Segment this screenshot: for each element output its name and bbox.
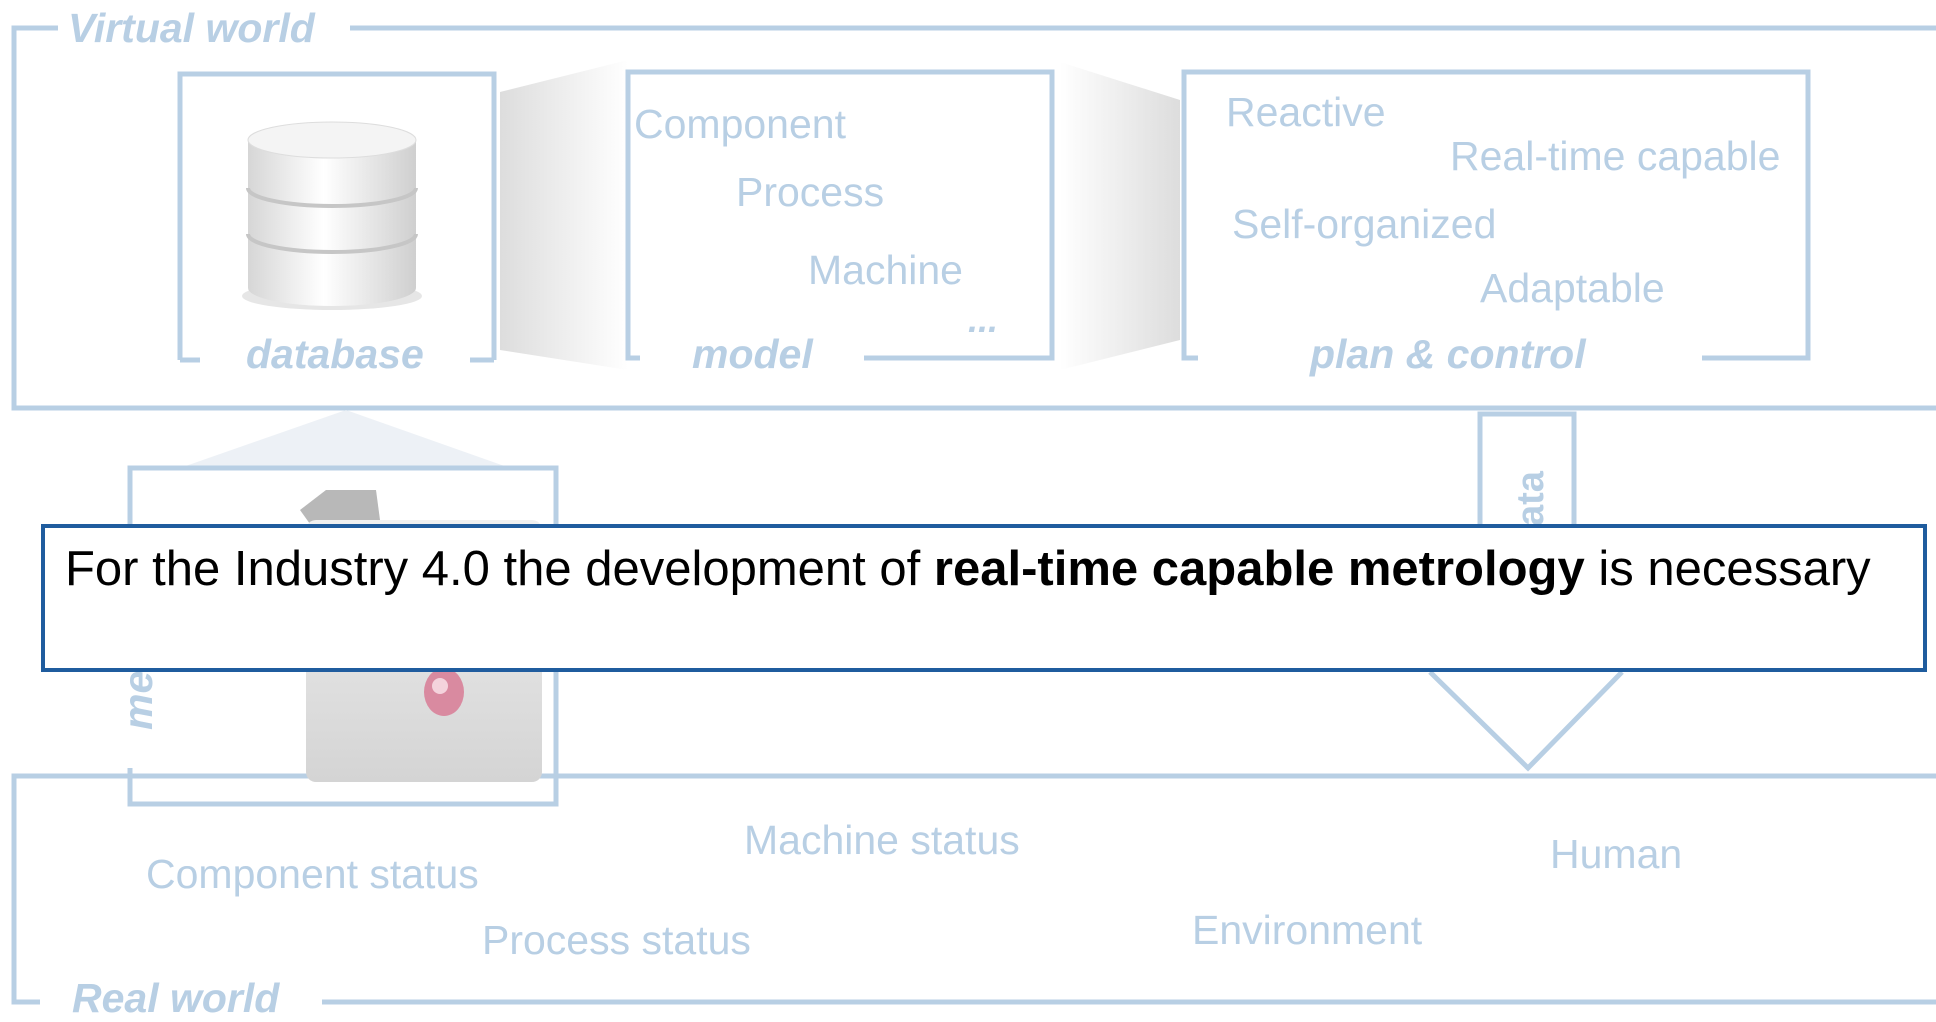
database-label: database bbox=[236, 330, 434, 378]
real-item-machine-status: Machine status bbox=[744, 817, 1020, 863]
callout-box: For the Industry 4.0 the development of … bbox=[41, 524, 1927, 672]
measure-arrow-head bbox=[180, 410, 510, 468]
callout-text-bold: real-time capable metrology bbox=[933, 542, 1585, 596]
real-world-label: Real world bbox=[62, 974, 290, 1022]
real-item-environment: Environment bbox=[1192, 907, 1423, 953]
model-bracket bbox=[625, 69, 1055, 361]
data-label-clip: ata bbox=[1504, 456, 1560, 526]
model-item-component: Component bbox=[634, 101, 846, 147]
model-item-ellipsis: ... bbox=[968, 299, 999, 340]
real-item-component-status: Component status bbox=[146, 851, 479, 897]
model-item-process: Process bbox=[736, 169, 885, 215]
connector-model-plan bbox=[1060, 62, 1180, 370]
real-world-frame bbox=[11, 773, 1936, 1005]
database-bracket bbox=[177, 71, 497, 363]
real-item-human: Human bbox=[1550, 831, 1683, 877]
plan-item-reactive: Reactive bbox=[1226, 89, 1386, 135]
plan-item-adaptable: Adaptable bbox=[1480, 265, 1665, 311]
model-label: model bbox=[682, 330, 823, 378]
virtual-world-label: Virtual world bbox=[58, 4, 325, 52]
plan-control-label: plan & control bbox=[1300, 330, 1596, 378]
data-arrow-label: ata bbox=[1510, 471, 1552, 526]
connector-database-model bbox=[500, 60, 628, 370]
plan-item-real-time-capable: Real-time capable bbox=[1450, 133, 1781, 179]
virtual-world-frame bbox=[11, 25, 1936, 411]
data-arrow bbox=[1428, 411, 1624, 772]
plan-item-self-organized: Self-organized bbox=[1232, 201, 1497, 247]
model-item-machine: Machine bbox=[808, 247, 963, 293]
database-icon bbox=[242, 121, 422, 310]
callout-text-before: For the Industry 4.0 the development of bbox=[65, 542, 934, 596]
real-item-process-status: Process status bbox=[482, 917, 751, 963]
plan-control-bracket bbox=[1181, 69, 1811, 361]
measure-arrow-label: me bbox=[115, 670, 161, 730]
callout-text-after: is necessary bbox=[1584, 542, 1871, 596]
